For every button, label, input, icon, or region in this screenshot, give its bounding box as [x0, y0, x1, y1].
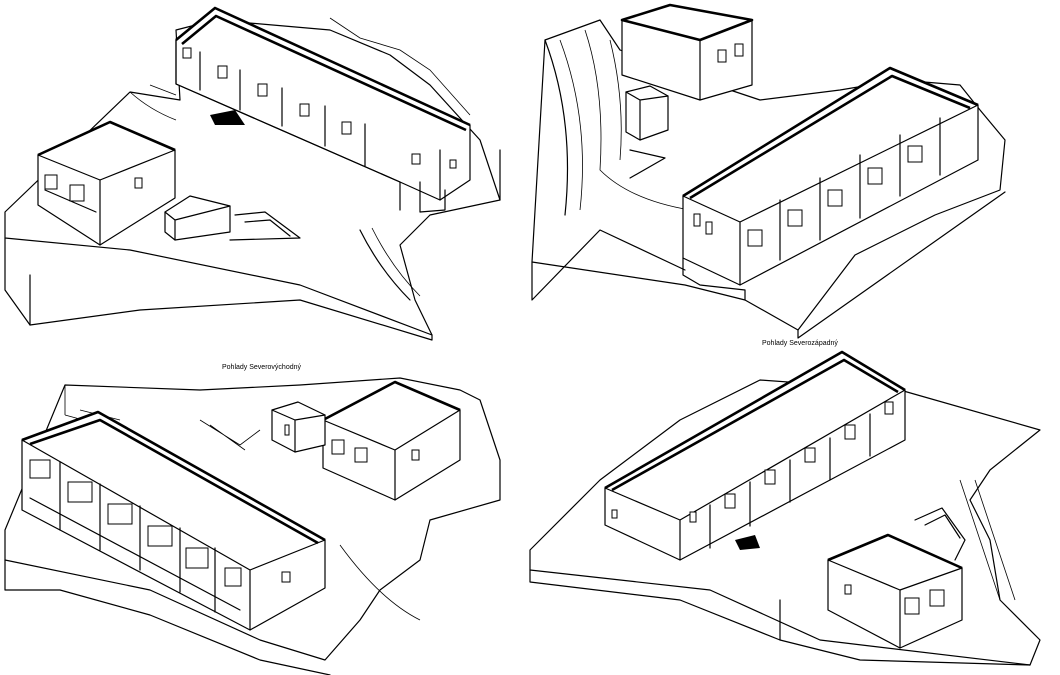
view-top-right — [531, 3, 1006, 339]
terrace-row-1 — [175, 6, 471, 213]
cube-house-2 — [620, 3, 754, 101]
cube-house-3 — [322, 380, 461, 501]
pavilion-3 — [271, 401, 326, 453]
terrace-row-2 — [682, 66, 979, 301]
view-bottom-right — [529, 350, 1041, 666]
terrace-row-4 — [604, 350, 906, 561]
pavilion-2 — [625, 85, 669, 179]
cube-house-4 — [827, 533, 963, 649]
terrain-slab-4 — [529, 379, 1041, 666]
caption-view-northwest: Pohlady Severozápadný — [762, 340, 838, 347]
view-bottom-left — [4, 377, 501, 675]
caption-view-northeast: Pohlady Severovýchodný — [222, 364, 301, 371]
terrain-slab-3 — [4, 377, 501, 675]
cube-house-1 — [37, 120, 176, 246]
view-top-left — [4, 6, 501, 341]
terrace-row-3 — [21, 410, 326, 631]
pavilion-4 — [914, 507, 966, 561]
pavilion-1 — [164, 195, 301, 241]
